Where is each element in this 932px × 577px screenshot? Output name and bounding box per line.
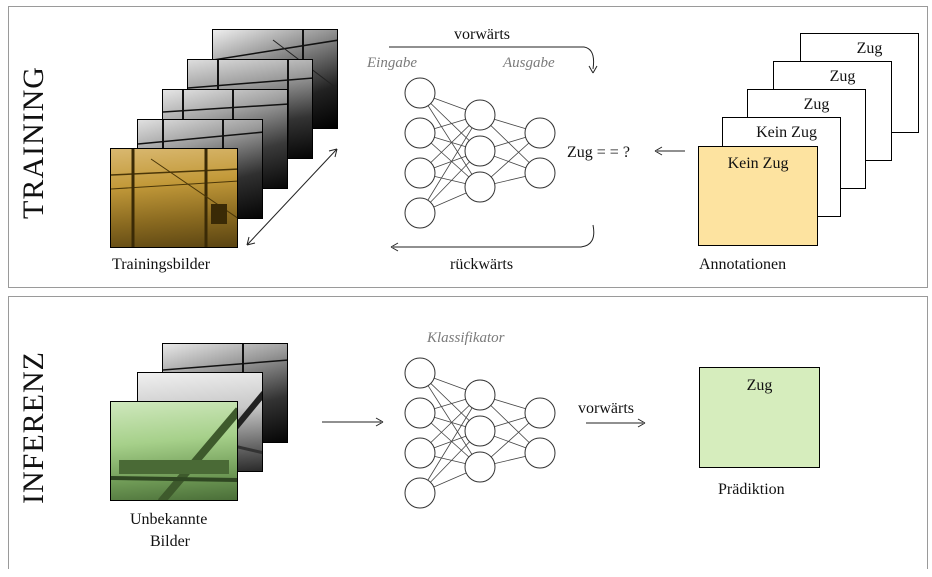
backward-arrow <box>390 224 595 252</box>
inference-forward-label: vorwärts <box>578 400 634 417</box>
prediction-value: Zug <box>746 377 773 394</box>
input-label: Eingabe <box>367 55 417 71</box>
classifier-label: Klassifikator <box>427 330 505 346</box>
question-label: Zug = = ? <box>567 144 630 161</box>
forward-arrow <box>389 46 598 74</box>
annotation-text: Kein Zug <box>756 124 817 141</box>
inference-panel: INFERENZ Unbekannte Bilder Klassifikator <box>8 296 928 569</box>
inference-image-front <box>110 401 238 501</box>
train-bridge-icon <box>111 407 237 500</box>
annotation-text: Kein Zug <box>727 155 789 172</box>
annotation-arrow <box>654 146 685 156</box>
annotation-text: Zug <box>803 96 830 113</box>
annotation-text: Zug <box>829 68 856 85</box>
neural-network-icon <box>404 77 556 229</box>
neural-network-icon <box>404 357 556 509</box>
training-panel: TRAINING Trainingsbilder vorwärts Eingab… <box>8 6 928 288</box>
unknown-images-label-2: Bilder <box>150 533 190 550</box>
input-arrow <box>322 417 384 427</box>
prediction-card: Zug <box>699 367 820 468</box>
catenary-icon <box>111 149 237 247</box>
prediction-label: Prädiktion <box>718 481 785 498</box>
annotation-card-1: Kein Zug <box>698 146 818 246</box>
backward-label: rückwärts <box>450 256 514 273</box>
annotation-text: Zug <box>856 40 883 57</box>
prediction-arrow <box>586 418 646 428</box>
training-image-front <box>110 148 238 248</box>
unknown-images-label-1: Unbekannte <box>130 511 208 528</box>
depth-arrow <box>246 148 338 246</box>
training-images-label: Trainingsbilder <box>112 256 211 273</box>
annotations-label: Annotationen <box>699 256 787 273</box>
output-label: Ausgabe <box>503 55 555 71</box>
forward-label: vorwärts <box>454 26 510 43</box>
